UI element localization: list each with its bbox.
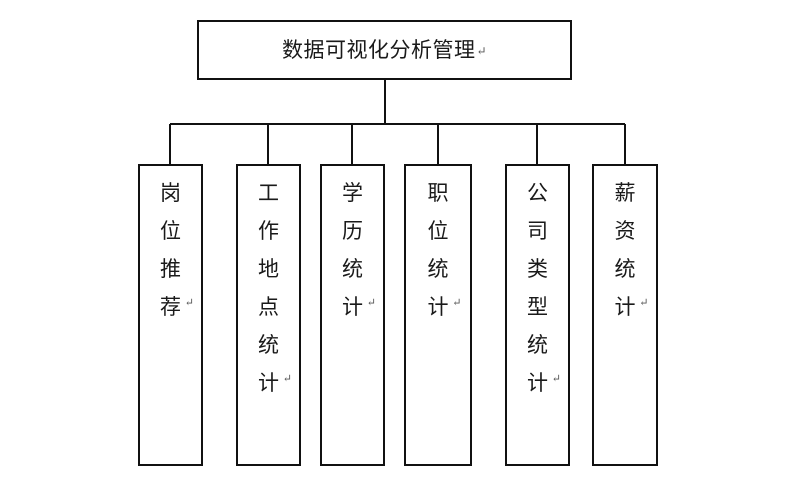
return-mark-icon: ↵: [452, 296, 462, 309]
label-char: 统: [614, 257, 636, 281]
label-char: 岗: [160, 181, 181, 205]
label-char: 统: [258, 333, 279, 357]
child-node-position-statistics[interactable]: 职 位 统 计↵: [404, 164, 472, 466]
child-node-label: 岗 位 推 荐↵: [140, 174, 201, 326]
label-char-last: 荐↵: [160, 288, 194, 326]
label-char-last: 计↵: [258, 364, 292, 402]
label-char: 统: [527, 333, 548, 357]
return-mark-icon: ↵: [639, 296, 649, 309]
label-char: 作: [258, 219, 279, 243]
label-char-last: 计↵: [527, 364, 561, 402]
label-char: 薪: [614, 181, 636, 205]
label-char: 点: [258, 295, 279, 319]
root-node-data-visualization-analysis-management[interactable]: 数据可视化分析管理↵: [197, 20, 572, 80]
label-char: 资: [614, 219, 636, 243]
label-char-last: 计↵: [615, 288, 649, 326]
label-char: 类: [527, 257, 548, 281]
child-node-company-type-statistics[interactable]: 公 司 类 型 统 计↵: [505, 164, 570, 466]
child-node-label: 工 作 地 点 统 计↵: [238, 174, 299, 402]
label-char: 统: [342, 257, 363, 281]
return-mark-icon: ↵: [282, 372, 292, 385]
label-char-last: 计↵: [428, 288, 462, 326]
child-node-work-location-statistics[interactable]: 工 作 地 点 统 计↵: [236, 164, 301, 466]
child-node-label: 公 司 类 型 统 计↵: [507, 174, 568, 402]
label-char: 工: [258, 181, 279, 205]
label-char: 学: [342, 181, 363, 205]
return-mark-icon: ↵: [366, 296, 376, 309]
label-char: 统: [427, 257, 449, 281]
label-char: 推: [160, 257, 181, 281]
root-node-label: 数据可视化分析管理↵: [281, 37, 488, 62]
child-node-job-recommendation[interactable]: 岗 位 推 荐↵: [138, 164, 203, 466]
label-char: 地: [258, 257, 279, 281]
child-node-salary-statistics[interactable]: 薪 资 统 计↵: [592, 164, 658, 466]
return-mark-icon: ↵: [184, 296, 194, 309]
return-mark-icon: ↵: [476, 44, 488, 58]
child-node-education-statistics[interactable]: 学 历 统 计↵: [320, 164, 385, 466]
child-node-label: 职 位 统 计↵: [406, 174, 470, 326]
label-char: 位: [160, 219, 181, 243]
return-mark-icon: ↵: [551, 372, 561, 385]
label-char: 职: [427, 181, 449, 205]
label-char-last: 计↵: [342, 288, 376, 326]
label-char: 历: [342, 219, 363, 243]
child-node-label: 薪 资 统 计↵: [594, 174, 656, 326]
label-char: 司: [527, 219, 548, 243]
label-char: 位: [427, 219, 449, 243]
label-char: 公: [527, 181, 548, 205]
child-node-label: 学 历 统 计↵: [322, 174, 383, 326]
label-char: 型: [527, 295, 548, 319]
